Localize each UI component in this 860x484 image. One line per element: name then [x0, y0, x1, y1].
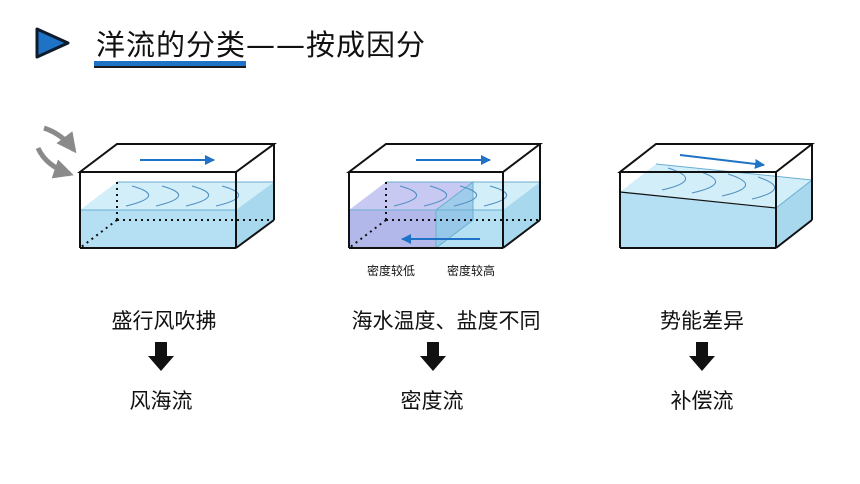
- tank-wind-driven: [35, 125, 278, 249]
- wind-arrow-icon: [43, 125, 77, 154]
- down-arrow-icon: [420, 342, 446, 371]
- current-type-compensation: 补偿流: [670, 389, 734, 413]
- cause-label-density: 海水温度、盐度不同: [351, 309, 541, 333]
- water-front: [80, 210, 236, 248]
- current-type-wind: 风海流: [129, 389, 193, 413]
- cause-label-wind: 盛行风吹拂: [111, 309, 217, 333]
- water-side: [776, 180, 812, 248]
- play-triangle-icon: [35, 27, 70, 59]
- low-density-water-front: [349, 210, 436, 248]
- down-arrow-icon: [148, 342, 174, 371]
- tank-density-driven: [346, 143, 543, 250]
- density-divider: [435, 180, 474, 250]
- current-type-density: 密度流: [400, 389, 464, 413]
- surface-current-arrow: [679, 154, 765, 169]
- down-arrow-icon: [689, 342, 715, 371]
- water-front: [620, 192, 776, 248]
- wind-arrow-icon: [35, 146, 74, 179]
- title-underline: [94, 61, 246, 66]
- cause-label-compensation: 势能差异: [660, 309, 744, 333]
- density-high-label: 密度较高: [446, 264, 496, 278]
- title-text: 洋流的分类——按成因分: [96, 28, 427, 62]
- density-low-label: 密度较低: [366, 264, 416, 278]
- low-density-water-top: [349, 182, 473, 210]
- water-side: [236, 182, 274, 248]
- tank-compensation: [617, 143, 815, 249]
- water-surface: [620, 164, 812, 208]
- title-underline-shadow: [94, 66, 246, 68]
